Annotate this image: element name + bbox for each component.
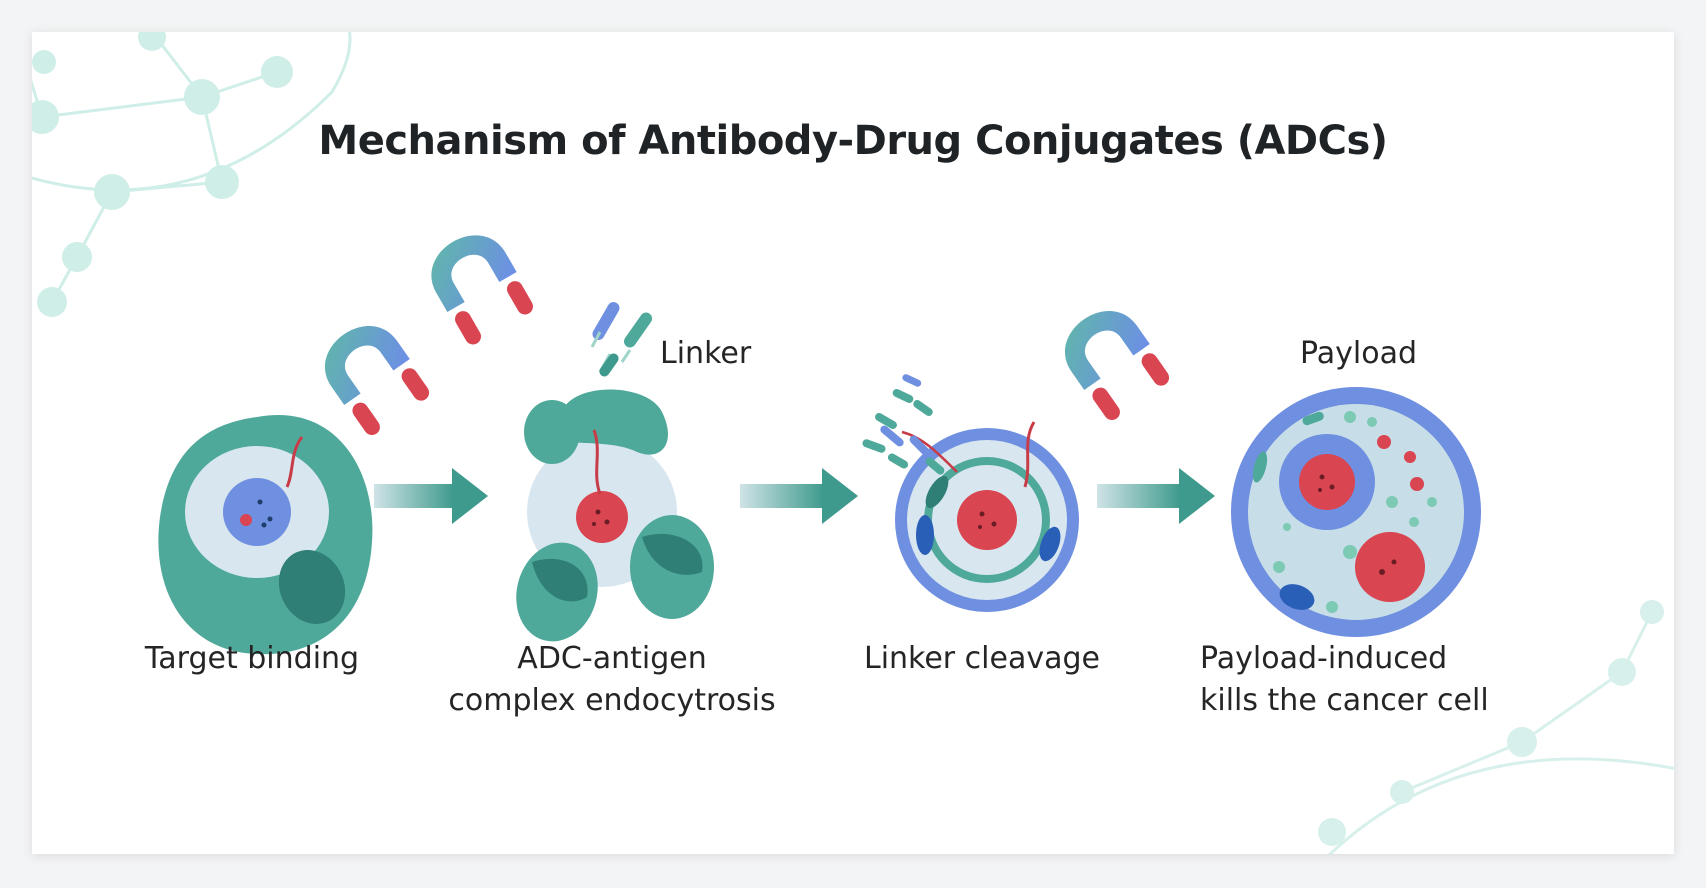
linker-label: Linker	[660, 336, 752, 371]
diagram-illustration	[32, 32, 1674, 854]
step1-caption: Target binding	[92, 638, 412, 680]
step4-cell-death-illustration	[1231, 387, 1481, 637]
diagram-title: Mechanism of Antibody-Drug Conjugates (A…	[318, 118, 1388, 164]
arrow-step3-to-step4	[1097, 468, 1215, 524]
step2-caption-line1: ADC-antigen	[517, 641, 707, 676]
step1-caption-line1: Target binding	[144, 641, 360, 676]
diagram-card: Mechanism of Antibody-Drug Conjugates (A…	[32, 32, 1674, 854]
step3-linker-cleavage-illustration	[862, 311, 1170, 612]
step3-caption-line1: Linker cleavage	[863, 641, 1100, 676]
payload-label: Payload	[1300, 336, 1417, 371]
step1-target-binding-illustration	[158, 326, 430, 655]
step2-caption: ADC-antigen complex endocytrosis	[432, 638, 792, 722]
linker-fragments	[590, 302, 653, 377]
step2-caption-line2: complex endocytrosis	[448, 683, 776, 718]
step3-caption: Linker cleavage	[832, 638, 1132, 680]
arrow-step2-to-step3	[740, 468, 858, 524]
step4-caption-line1: Payload-induced	[1200, 641, 1448, 676]
step2-endocytosis-illustration	[431, 235, 714, 642]
arrow-step1-to-step2	[374, 468, 488, 524]
molecule-nodes-bottom-right	[1318, 600, 1664, 846]
step4-caption: Payload-induced kills the cancer cell	[1200, 638, 1520, 722]
molecule-nodes-top-left	[32, 32, 293, 317]
step4-caption-line2: kills the cancer cell	[1200, 683, 1489, 718]
